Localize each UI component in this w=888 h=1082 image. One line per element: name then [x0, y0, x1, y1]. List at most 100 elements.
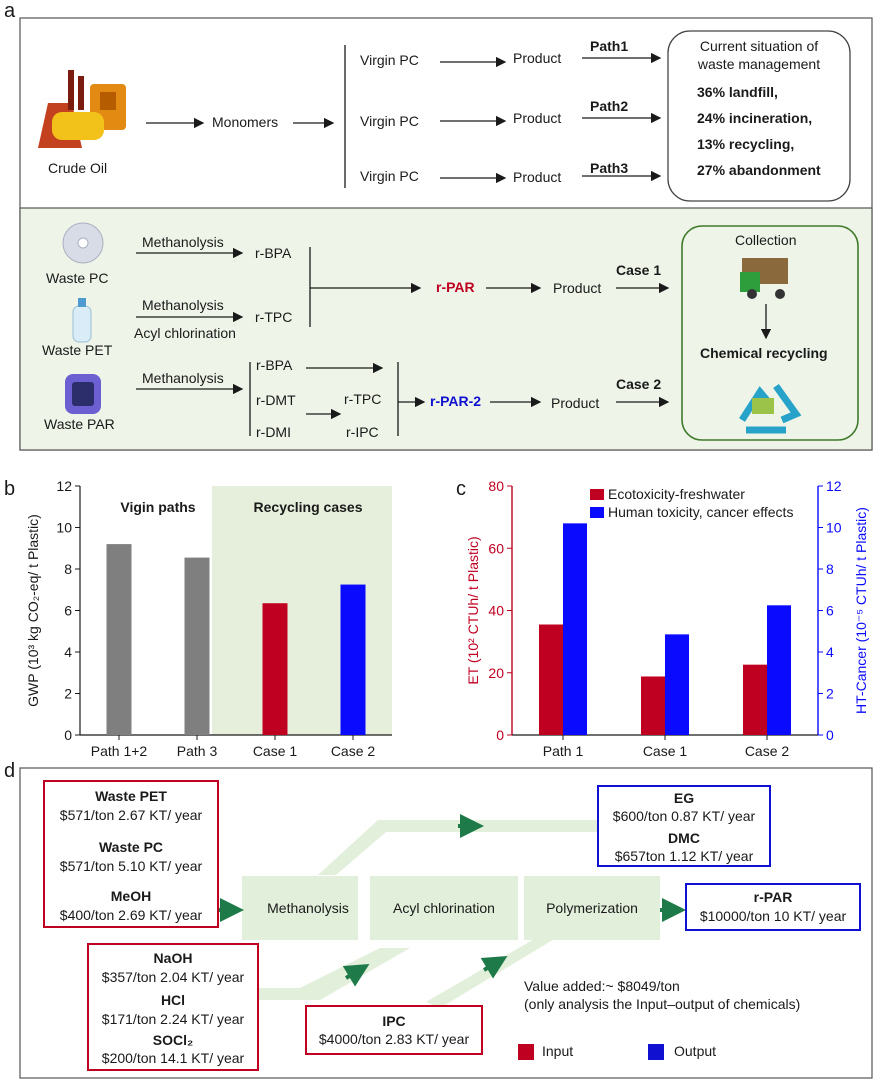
input-box-1: [43, 780, 219, 928]
path-label-1: Path1: [590, 38, 629, 54]
input-box-3: [305, 1005, 483, 1055]
path-label-2: Path2: [590, 98, 629, 114]
output-value-eg: $600/ton 0.87 KT/ year: [612, 808, 756, 824]
input-name-waste-pc: Waste PC: [98, 839, 164, 855]
r-dmi-label: r-DMI: [256, 424, 291, 440]
output-value-r-par: $10000/ton 10 KT/ year: [699, 908, 847, 924]
panel-label-d: d: [4, 760, 16, 782]
panel-label-c: c: [456, 478, 466, 500]
virgin-pc-label-3: Virgin PC: [360, 168, 419, 184]
virgin-pc-label-1: Virgin PC: [360, 52, 419, 68]
bar-ht-path-1: [563, 523, 587, 735]
output-value-dmc: $657ton 1.12 KT/ year: [614, 848, 754, 864]
region-label-virgin: Vigin paths: [120, 499, 195, 515]
collection-label: Collection: [735, 232, 797, 248]
r-par-2-label: r-PAR-2: [430, 393, 482, 409]
waste-pc-label: Waste PC: [46, 270, 109, 286]
bar-et-case-2: [743, 664, 767, 735]
y-tick-label: 10: [56, 520, 72, 536]
input-name-socl2: SOCl₂: [152, 1032, 194, 1048]
input-value-waste-pet: $571/ton 2.67 KT/ year: [59, 807, 203, 823]
case-label-1: Case 1: [616, 262, 662, 278]
stat-recycling: 13% recycling,: [697, 136, 795, 152]
product-label-1: Product: [513, 50, 562, 66]
bar-path-1-2: [106, 544, 132, 735]
x-tick-label: Path 1+2: [91, 743, 148, 759]
y-tick-label-right: 4: [826, 644, 834, 660]
output-box-2: [685, 883, 861, 931]
value-added-note: (only analysis the Input–output of chemi…: [524, 996, 801, 1012]
waste-management-title-2: waste management: [697, 56, 821, 72]
x-tick-label: Case 1: [643, 743, 688, 759]
x-tick-label: Case 2: [745, 743, 790, 759]
input-value-socl2: $200/ton 14.1 KT/ year: [101, 1050, 245, 1066]
y-tick-label-right: 6: [826, 603, 834, 619]
y-tick-label-left: 60: [488, 540, 504, 556]
y-tick-label-left: 0: [496, 727, 504, 743]
legend-output-swatch: [648, 1044, 664, 1060]
crude-oil-label: Crude Oil: [48, 160, 108, 176]
y-tick-label: 2: [64, 686, 72, 702]
process-label-methanolysis: Methanolysis: [267, 900, 349, 916]
y-tick-label-right: 12: [826, 478, 842, 494]
y-tick-label-left: 80: [488, 478, 504, 494]
input-name-naoh: NaOH: [153, 950, 193, 966]
y-tick-label-left: 40: [488, 603, 504, 619]
legend-label-1: Human toxicity, cancer effects: [608, 504, 793, 520]
process-polymerization: [524, 876, 660, 940]
product-label-2: Product: [513, 110, 562, 126]
cd-icon: [62, 222, 104, 264]
legend-swatch-1: [590, 507, 604, 518]
input-name-waste-pet: Waste PET: [95, 788, 167, 804]
stat-landfill: 36% landfill,: [697, 84, 778, 100]
output-name-r-par: r-PAR: [753, 889, 793, 905]
truck-icon: [740, 258, 788, 299]
x-tick-label: Case 2: [331, 743, 376, 759]
bar-ht-case-2: [767, 605, 791, 735]
r-tpc-label-2: r-TPC: [344, 391, 382, 407]
input-value-meoh: $400/ton 2.69 KT/ year: [59, 907, 203, 923]
y-tick-label: 12: [56, 478, 72, 494]
bar-ht-case-1: [665, 634, 689, 735]
chemical-recycling-label: Chemical recycling: [700, 345, 828, 361]
process-label-polymerization: Polymerization: [546, 900, 638, 916]
r-tpc-label: r-TPC: [255, 309, 293, 325]
input-value-hcl: $171/ton 2.24 KT/ year: [101, 1011, 245, 1027]
y-tick-label-right: 0: [826, 727, 834, 743]
bar-case-2: [340, 584, 366, 735]
bar-et-path-1: [539, 624, 563, 735]
y-tick-label-right: 2: [826, 686, 834, 702]
legend-output-label: Output: [674, 1043, 717, 1059]
waste-management-box: [667, 30, 851, 202]
input-value-waste-pc: $571/ton 5.10 KT/ year: [59, 858, 203, 874]
r-dmt-label: r-DMT: [256, 392, 296, 408]
input-value-naoh: $357/ton 2.04 KT/ year: [101, 969, 245, 985]
recycle-icon: [739, 383, 802, 434]
r-bpa-label-2: r-BPA: [256, 357, 293, 373]
legend-input-label: Input: [542, 1043, 574, 1059]
x-tick-label: Path 1: [543, 743, 584, 759]
methanolysis-label-1: Methanolysis: [142, 234, 224, 250]
path-label-3: Path3: [590, 160, 629, 176]
methanolysis-label-3: Methanolysis: [142, 370, 224, 386]
bar-et-case-1: [641, 676, 665, 735]
waste-management-title-1: Current situation of: [699, 38, 819, 54]
bar-case-1: [262, 603, 288, 735]
y-tick-label-left: 20: [488, 665, 504, 681]
methanolysis-label-2: Methanolysis: [142, 297, 224, 313]
input-name-meoh: MeOH: [110, 888, 152, 904]
waste-par-label: Waste PAR: [44, 416, 115, 432]
region-label-recycling: Recycling cases: [254, 499, 363, 515]
input-box-2: [87, 943, 259, 1071]
input-value-ipc: $4000/ton 2.83 KT/ year: [318, 1031, 470, 1047]
monomers-label: Monomers: [212, 114, 279, 130]
stat-abandonment: 27% abandonment: [697, 162, 821, 178]
process-acyl-chlorination: [370, 876, 518, 940]
bar-path-3: [184, 557, 210, 735]
process-methanolysis: [242, 876, 358, 940]
y-tick-label: 0: [64, 727, 72, 743]
acyl-chlorination-label: Acyl chlorination: [134, 325, 236, 341]
